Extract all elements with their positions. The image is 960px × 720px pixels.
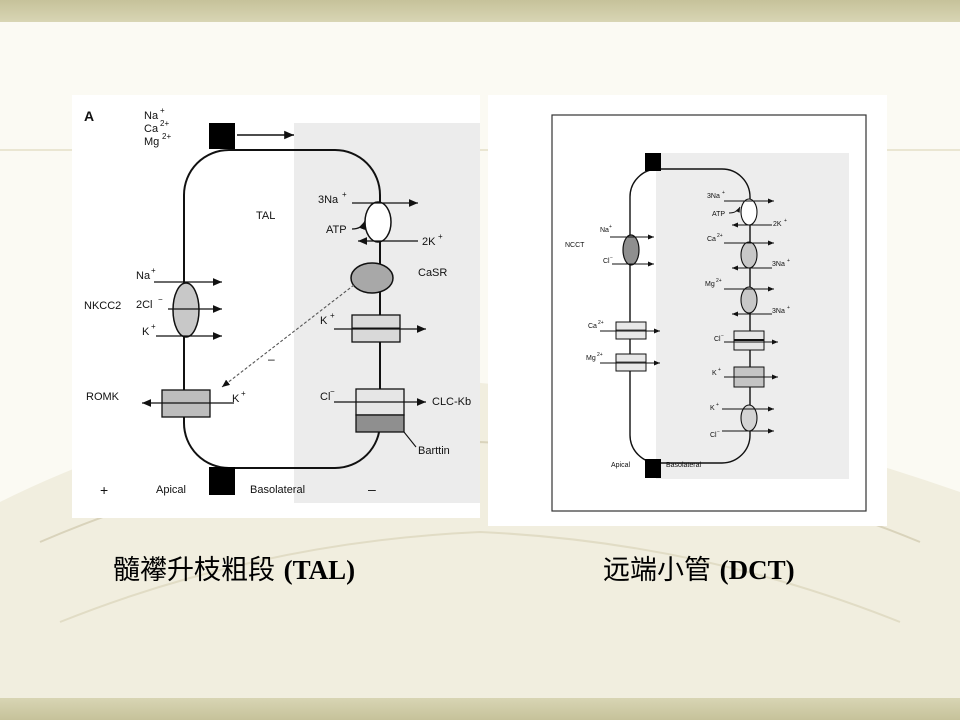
kcc-k-charge: + — [716, 402, 719, 408]
clc-cl-charge: − — [330, 387, 335, 396]
dct-pump-atp-label: ATP — [712, 211, 725, 218]
nkcc-cl-label: 2Cl — [136, 299, 153, 311]
dct-cl-charge: − — [721, 333, 724, 339]
exch2-na-charge: + — [787, 305, 790, 311]
dct-diagram-panel: NCCT Na + Cl − Ca 2+ Mg 2+ 3Na + ATP 2K … — [488, 95, 887, 526]
basolateral-minus: – — [368, 481, 376, 497]
dct-k-charge: + — [718, 367, 721, 373]
kcc-k-label: K — [710, 405, 715, 412]
kcc-cl-charge: − — [717, 429, 720, 435]
pump-atp-label: ATP — [326, 224, 347, 236]
ca-na-exchanger — [740, 241, 758, 269]
tight-junction-bottom — [645, 459, 661, 478]
dct-pump-na-label: 3Na — [707, 193, 720, 200]
tal-caption: 髓襻升枝粗段 (TAL) — [113, 548, 355, 587]
tal-caption-en: (TAL) — [283, 555, 356, 585]
ncct-cl-label: Cl — [603, 258, 610, 265]
romk-k-charge: + — [241, 389, 246, 398]
cell-outline — [629, 168, 751, 464]
apical-plus: + — [100, 482, 108, 498]
exch2-mg-charge: 2+ — [716, 278, 722, 284]
dct-caption-zh: 远端小管 — [603, 555, 711, 586]
na-k-atpase-pump — [740, 198, 758, 226]
top-ca-label: Ca — [144, 123, 159, 135]
ncct-na-charge: + — [609, 224, 612, 230]
dct-pump-k-charge: + — [784, 218, 787, 224]
dct-caption: 远端小管 (DCT) — [603, 548, 795, 587]
atp-arrow — [351, 220, 366, 231]
dct-cl-label: Cl — [714, 336, 721, 343]
na-k-atpase-pump — [364, 201, 392, 243]
barttin-leader-line — [403, 431, 417, 448]
nkcc-cl-charge: − — [158, 295, 163, 304]
top-na-charge: + — [160, 106, 165, 115]
nkcc-na-charge: + — [151, 266, 156, 275]
basolateral-shading — [294, 123, 480, 503]
kcc-cl-label: Cl — [710, 432, 717, 439]
clc-kb-label: CLC-Kb — [432, 396, 471, 408]
barttin-label: Barttin — [418, 445, 450, 457]
inhibit-minus: – — [268, 352, 275, 366]
ncct-label: NCCT — [565, 242, 585, 249]
dct-atp-arrow — [728, 206, 741, 214]
ncct-na-label: Na — [600, 227, 609, 234]
dct-pump-k-label: 2K — [773, 221, 782, 228]
tight-junction-bottom — [209, 467, 235, 495]
tight-junction-top — [645, 153, 661, 171]
basolateral-label: Basolateral — [250, 484, 305, 496]
romk-label: ROMK — [86, 391, 120, 403]
top-mg-charge: 2+ — [162, 132, 171, 141]
apical-ca-label: Ca — [588, 323, 597, 330]
dct-frame — [551, 114, 867, 512]
top-ca-charge: 2+ — [160, 119, 169, 128]
exch2-mg-label: Mg — [705, 281, 715, 288]
nkcc-k-label: K — [142, 326, 150, 338]
dct-k-label: K — [712, 370, 717, 377]
clc-cl-label: Cl — [320, 391, 330, 403]
apical-mg-charge: 2+ — [597, 352, 603, 358]
top-mg-label: Mg — [144, 136, 159, 148]
barttin-subunit — [355, 414, 405, 433]
exch1-na-charge: + — [787, 258, 790, 264]
exch1-na-label: 3Na — [772, 261, 785, 268]
panel-letter: A — [84, 108, 94, 124]
tal-caption-zh: 髓襻升枝粗段 — [113, 555, 275, 586]
dct-basolateral-label: Basolateral — [666, 462, 701, 469]
k-channel-charge: + — [330, 311, 335, 320]
nkcc2-transporter — [172, 282, 200, 338]
pump-na-label: 3Na — [318, 194, 339, 206]
pump-k-label: 2K — [422, 236, 436, 248]
tal-diagram-panel: A Na + Ca 2+ Mg 2+ TAL NKCC2 Na + 2Cl − … — [72, 95, 480, 518]
bottom-decorative-band — [0, 698, 960, 720]
dct-apical-label: Apical — [611, 462, 631, 469]
dct-caption-en: (DCT) — [719, 555, 795, 585]
tight-junction-top — [209, 123, 235, 149]
casr-receptor — [350, 262, 394, 294]
exch2-na-label: 3Na — [772, 308, 785, 315]
casr-label: CaSR — [418, 267, 447, 279]
mg-na-exchanger — [740, 286, 758, 314]
casr-inhibition-arrow — [221, 284, 355, 388]
ncct-transporter — [622, 234, 640, 266]
nkcc-k-charge: + — [151, 322, 156, 331]
pump-k-charge: + — [438, 232, 443, 241]
top-na-label: Na — [144, 110, 159, 122]
ncct-cl-charge: − — [610, 255, 613, 261]
romk-k-label: K — [232, 393, 240, 405]
pump-na-charge: + — [342, 190, 347, 199]
exch1-ca-charge: 2+ — [717, 233, 723, 239]
apical-mg-label: Mg — [586, 355, 596, 362]
cell-label: TAL — [256, 210, 275, 222]
k-channel-label: K — [320, 315, 328, 327]
dct-pump-na-charge: + — [722, 190, 725, 196]
apical-ca-charge: 2+ — [598, 320, 604, 326]
top-decorative-band — [0, 0, 960, 22]
nkcc2-label: NKCC2 — [84, 300, 121, 312]
apical-label: Apical — [156, 484, 186, 496]
exch1-ca-label: Ca — [707, 236, 716, 243]
nkcc-na-label: Na — [136, 270, 151, 282]
